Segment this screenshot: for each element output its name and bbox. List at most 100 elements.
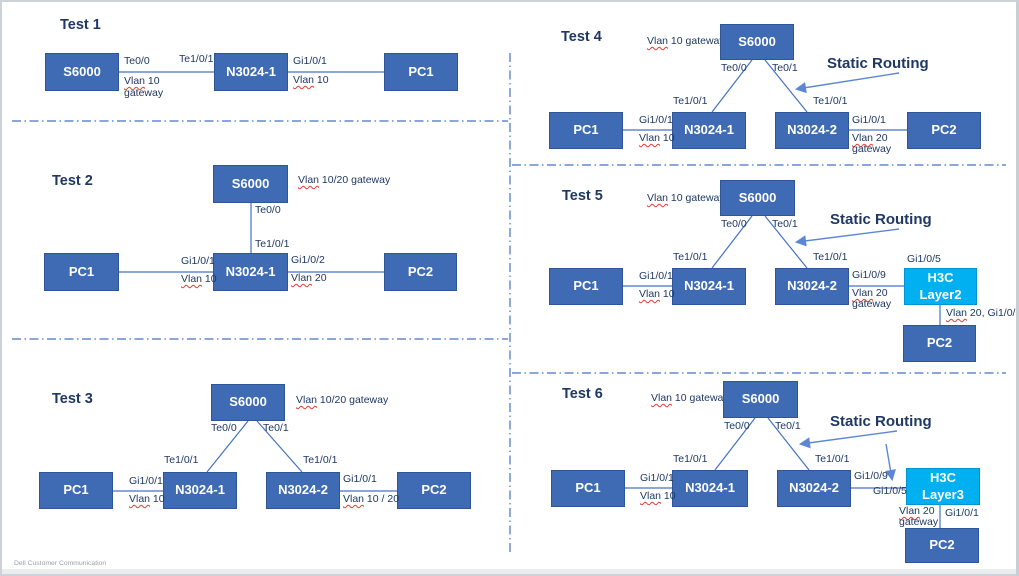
t5-port-label-gi1-0-9: Gi1/0/9 bbox=[852, 269, 886, 281]
t5-vlan-label-vlan20-gi1-0-1: Vlan 20, Gi1/0/1 bbox=[946, 307, 1019, 319]
t4-port-label-te0-0: Te0/0 bbox=[721, 62, 747, 74]
t3-port-label-te1-0-1-right: Te1/0/1 bbox=[303, 454, 338, 466]
t4-link-s6000-sw1 bbox=[711, 59, 753, 113]
t6-link-s6000-sw2 bbox=[767, 417, 810, 471]
t3-node-n3024-1: N3024-1 bbox=[163, 472, 237, 509]
page-bottom-edge bbox=[2, 569, 1016, 574]
t5-vlan-label-vlan20-line2: gateway bbox=[852, 298, 892, 310]
t6-node-h3c-layer3: H3C Layer3 bbox=[906, 468, 980, 505]
t5-node-h3c-layer2: H3C Layer2 bbox=[904, 268, 977, 305]
t2-port-label-gi1-0-1: Gi1/0/1 bbox=[181, 255, 215, 267]
t5-link-s6000-sw2 bbox=[764, 215, 808, 269]
t1-test-title: Test 1 bbox=[60, 17, 101, 33]
t5-port-label-te1-0-1-right: Te1/0/1 bbox=[813, 251, 848, 263]
t3-port-label-gi1-0-1-left: Gi1/0/1 bbox=[129, 475, 163, 487]
t4-vlan-label-vlan20-line1: Vlan 20 bbox=[852, 132, 888, 144]
t4-link-s6000-sw2 bbox=[764, 59, 808, 113]
t4-node-pc2: PC2 bbox=[907, 112, 981, 149]
t1-vlan-label-gateway-line2: gateway bbox=[124, 87, 164, 99]
t2-vlan-label-vlan20: Vlan 20 bbox=[291, 272, 327, 284]
t3-port-label-gi1-0-1-right: Gi1/0/1 bbox=[343, 473, 377, 485]
t6-static-routing-label: Static Routing bbox=[830, 413, 932, 430]
t6-test-title: Test 6 bbox=[562, 386, 603, 402]
t1-node-s6000: S6000 bbox=[45, 53, 119, 91]
footer-classification: Dell Customer Communication bbox=[14, 560, 107, 567]
t5-gateway-label: Vlan 10 gateway bbox=[647, 192, 725, 204]
t1-port-label-te0-0: Te0/0 bbox=[124, 55, 150, 67]
t4-static-routing-label: Static Routing bbox=[827, 55, 929, 72]
t2-node-pc2: PC2 bbox=[384, 253, 457, 291]
t5-port-label-te0-0: Te0/0 bbox=[721, 218, 747, 230]
t3-gateway-label: Vlan 10/20 gateway bbox=[296, 394, 389, 406]
t1-node-pc1: PC1 bbox=[384, 53, 458, 91]
t4-port-label-te1-0-1-right: Te1/0/1 bbox=[813, 95, 848, 107]
t3-vlan-label-vlan10: Vlan 10 bbox=[129, 493, 165, 505]
t5-node-n3024-2: N3024-2 bbox=[775, 268, 849, 305]
t1-port-label-te1-0-1: Te1/0/1 bbox=[179, 53, 214, 65]
section-dividers bbox=[12, 53, 1006, 554]
t6-port-label-te1-0-1-right: Te1/0/1 bbox=[815, 453, 850, 465]
t1-vlan-label-gateway-line1: Vlan 10 bbox=[124, 75, 160, 87]
t5-port-label-te0-1: Te0/1 bbox=[772, 218, 798, 230]
t4-port-label-gi1-0-1-left: Gi1/0/1 bbox=[639, 114, 673, 126]
t4-node-n3024-2: N3024-2 bbox=[775, 112, 849, 149]
t3-node-pc2: PC2 bbox=[397, 472, 471, 509]
t6-static-routing-arrow-1 bbox=[798, 430, 898, 449]
t1-vlan-label-vlan10: Vlan 10 bbox=[293, 74, 329, 86]
t4-port-label-gi1-0-1-right: Gi1/0/1 bbox=[852, 114, 886, 126]
t4-vlan-label-vlan20-line2: gateway bbox=[852, 143, 892, 155]
t5-node-s6000: S6000 bbox=[720, 180, 795, 216]
t3-node-n3024-2: N3024-2 bbox=[266, 472, 340, 509]
t6-node-n3024-1: N3024-1 bbox=[672, 470, 748, 507]
t5-node-n3024-1: N3024-1 bbox=[672, 268, 746, 305]
t6-gateway-label: Vlan 10 gateway bbox=[651, 392, 729, 404]
t3-link-s6000-sw2 bbox=[256, 420, 303, 473]
t6-node-pc1: PC1 bbox=[551, 470, 625, 507]
t2-port-label-te1-0-1: Te1/0/1 bbox=[255, 238, 290, 250]
t3-port-label-te1-0-1-left: Te1/0/1 bbox=[164, 454, 199, 466]
t2-node-s6000: S6000 bbox=[213, 165, 288, 203]
t3-test-title: Test 3 bbox=[52, 391, 93, 407]
t3-node-pc1: PC1 bbox=[39, 472, 113, 509]
t5-test-title: Test 5 bbox=[562, 188, 603, 204]
t6-node-s6000: S6000 bbox=[723, 381, 798, 418]
topology-links bbox=[113, 59, 941, 528]
t6-link-s6000-sw1 bbox=[714, 417, 756, 471]
t2-port-label-gi1-0-2: Gi1/0/2 bbox=[291, 254, 325, 266]
t5-vlan-label-vlan10: Vlan 10 bbox=[639, 288, 675, 300]
t4-port-label-te1-0-1-left: Te1/0/1 bbox=[673, 95, 708, 107]
t3-node-s6000: S6000 bbox=[211, 384, 285, 421]
t5-port-label-te1-0-1-left: Te1/0/1 bbox=[673, 251, 708, 263]
t4-gateway-label: Vlan 10 gateway bbox=[647, 35, 725, 47]
t5-port-label-gi1-0-1: Gi1/0/1 bbox=[639, 270, 673, 282]
t5-static-routing-arrow bbox=[794, 228, 900, 247]
t6-port-label-te0-1: Te0/1 bbox=[775, 420, 801, 432]
t2-gateway-label: Vlan 10/20 gateway bbox=[298, 174, 391, 186]
t6-port-label-gi1-0-1-left: Gi1/0/1 bbox=[640, 472, 674, 484]
t6-port-label-gi1-0-1-right: Gi1/0/1 bbox=[945, 507, 979, 519]
t6-vlan-label-vlan20-line1: Vlan 20 bbox=[899, 505, 935, 517]
t1-node-n3024-1: N3024-1 bbox=[214, 53, 288, 91]
static-routing-arrows bbox=[794, 72, 900, 482]
t3-port-label-te0-0: Te0/0 bbox=[211, 422, 237, 434]
t5-port-label-gi1-0-5: Gi1/0/5 bbox=[907, 253, 941, 265]
t1-port-label-gi1-0-1: Gi1/0/1 bbox=[293, 55, 327, 67]
t5-link-s6000-sw1 bbox=[711, 215, 753, 269]
t6-vlan-label-vlan20-line2: gateway bbox=[899, 516, 939, 528]
t5-static-routing-label: Static Routing bbox=[830, 211, 932, 228]
t2-port-label-te0-0: Te0/0 bbox=[255, 204, 281, 216]
t2-test-title: Test 2 bbox=[52, 173, 93, 189]
t4-port-label-te0-1: Te0/1 bbox=[772, 62, 798, 74]
t3-link-s6000-sw1 bbox=[206, 420, 249, 473]
t3-vlan-label-vlan10-20: Vlan 10 / 20 bbox=[343, 493, 400, 505]
t6-port-label-te0-0: Te0/0 bbox=[724, 420, 750, 432]
t5-node-pc1: PC1 bbox=[549, 268, 623, 305]
t3-port-label-te0-1: Te0/1 bbox=[263, 422, 289, 434]
t2-node-pc1: PC1 bbox=[44, 253, 119, 291]
t4-node-s6000: S6000 bbox=[720, 24, 794, 60]
t6-port-label-te1-0-1-left: Te1/0/1 bbox=[673, 453, 708, 465]
t6-port-label-gi1-0-9: Gi1/0/9 bbox=[854, 470, 888, 482]
t6-node-pc2: PC2 bbox=[905, 528, 979, 563]
